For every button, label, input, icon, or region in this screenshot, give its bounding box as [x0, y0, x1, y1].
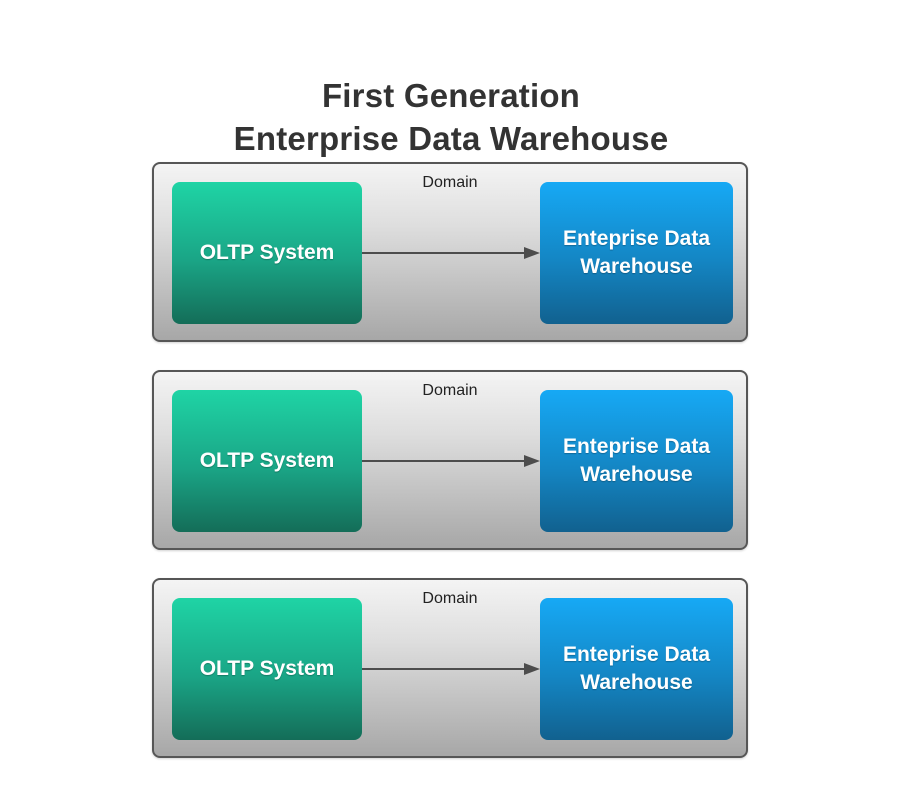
oltp-system-label: OLTP System — [199, 657, 335, 680]
enterprise-data-warehouse-label: Enteprise Data Warehouse — [562, 227, 711, 278]
arrow-right-connector — [362, 455, 540, 467]
enterprise-data-warehouse-node: Enteprise Data Warehouse — [540, 182, 733, 324]
domain-container-2: Domain OLTP System Enteprise Data Wareho… — [152, 370, 748, 550]
diagram-title-line1: First Generation — [321, 77, 581, 114]
enterprise-data-warehouse-node: Enteprise Data Warehouse — [540, 598, 733, 740]
oltp-system-label: OLTP System — [199, 241, 335, 264]
domain-container-3: Domain OLTP System Enteprise Data Wareho… — [152, 578, 748, 758]
domain-label: Domain — [422, 590, 478, 607]
arrow-right-connector — [362, 247, 540, 259]
domain-label: Domain — [422, 382, 478, 399]
enterprise-data-warehouse-label: Enteprise Data Warehouse — [562, 435, 711, 486]
domain-container-1: Domain OLTP System Enteprise Data Wareho… — [152, 162, 748, 342]
oltp-system-node: OLTP System — [172, 598, 362, 740]
oltp-system-label: OLTP System — [199, 449, 335, 472]
diagram-title: First Generation Enterprise Data Warehou… — [0, 74, 902, 160]
enterprise-data-warehouse-label: Enteprise Data Warehouse — [562, 643, 711, 694]
enterprise-data-warehouse-node: Enteprise Data Warehouse — [540, 390, 733, 532]
diagram-title-line2: Enterprise Data Warehouse — [233, 120, 669, 157]
domain-label: Domain — [422, 174, 478, 191]
oltp-system-node: OLTP System — [172, 182, 362, 324]
arrow-right-connector — [362, 663, 540, 675]
oltp-system-node: OLTP System — [172, 390, 362, 532]
